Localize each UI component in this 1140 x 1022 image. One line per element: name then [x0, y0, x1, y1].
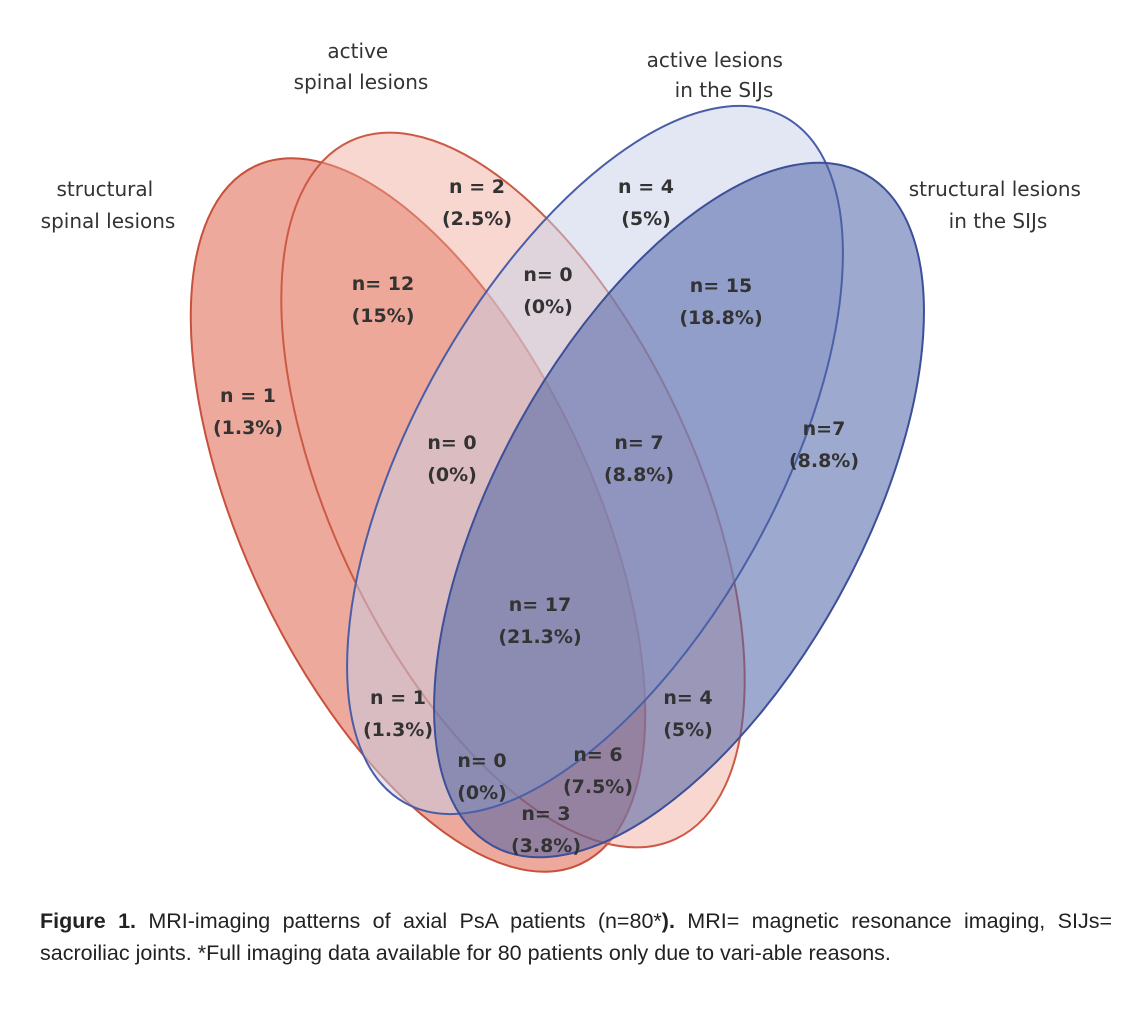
- venn-ellipses: [189, 104, 925, 873]
- caption-text-before: MRI-imaging patterns of axial PsA patien…: [136, 909, 662, 933]
- caption-close-paren: ).: [661, 909, 675, 933]
- ellipse-structural-lesions-sijs: [433, 161, 925, 859]
- set-label-active-spinal-lesions: active spinal lesions: [294, 39, 429, 94]
- region-structural-spinal-active-sijs-structural-sijs: n= 0(0%): [457, 750, 507, 804]
- figure-caption: Figure 1. MRI-imaging patterns of axial …: [40, 905, 1112, 970]
- region-active-spinal-only: n = 2(2.5%): [442, 176, 512, 230]
- region-active-sijs-only: n = 4(5%): [618, 176, 674, 230]
- region-structural-active-spinal-structural-sijs: n= 6(7.5%): [563, 744, 633, 798]
- region-structural-active-spinal: n= 12(15%): [352, 273, 415, 327]
- set-label-structural-lesions-sijs: structural lesions in the SIJs: [909, 177, 1088, 233]
- region-structural-active-spinal-active-sijs: n= 0(0%): [427, 432, 477, 486]
- region-structural-spinal-only: n = 1(1.3%): [213, 385, 283, 439]
- region-active-sijs-structural-sijs: n= 15(18.8%): [679, 275, 762, 329]
- caption-text-after: MRI= magnetic resonance imaging, SIJs= s…: [40, 909, 1113, 966]
- set-label-structural-spinal-lesions: structural spinal lesions: [41, 177, 176, 233]
- caption-figure-label: Figure 1.: [40, 909, 136, 933]
- region-active-spinal-active-sijs-structural-sijs: n= 7(8.8%): [604, 432, 674, 486]
- region-all-four: n= 17(21.3%): [498, 594, 581, 648]
- region-structural-sijs-only: n=7(8.8%): [789, 418, 859, 472]
- region-labels: n = 1(1.3%) n = 2(2.5%) n = 4(5%) n=7(8.…: [213, 176, 859, 857]
- venn-diagram: structural spinal lesions active spinal …: [41, 39, 1088, 873]
- region-active-spinal-active-sijs: n= 0(0%): [523, 264, 573, 318]
- region-structural-spinal-active-sijs: n = 1(1.3%): [363, 687, 433, 741]
- region-active-spinal-structural-sijs: n= 4(5%): [663, 687, 713, 741]
- set-labels: structural spinal lesions active spinal …: [41, 39, 1088, 233]
- set-label-active-lesions-sijs: active lesions in the SIJs: [647, 48, 790, 102]
- region-structural-spinal-structural-sijs: n= 3(3.8%): [511, 803, 581, 857]
